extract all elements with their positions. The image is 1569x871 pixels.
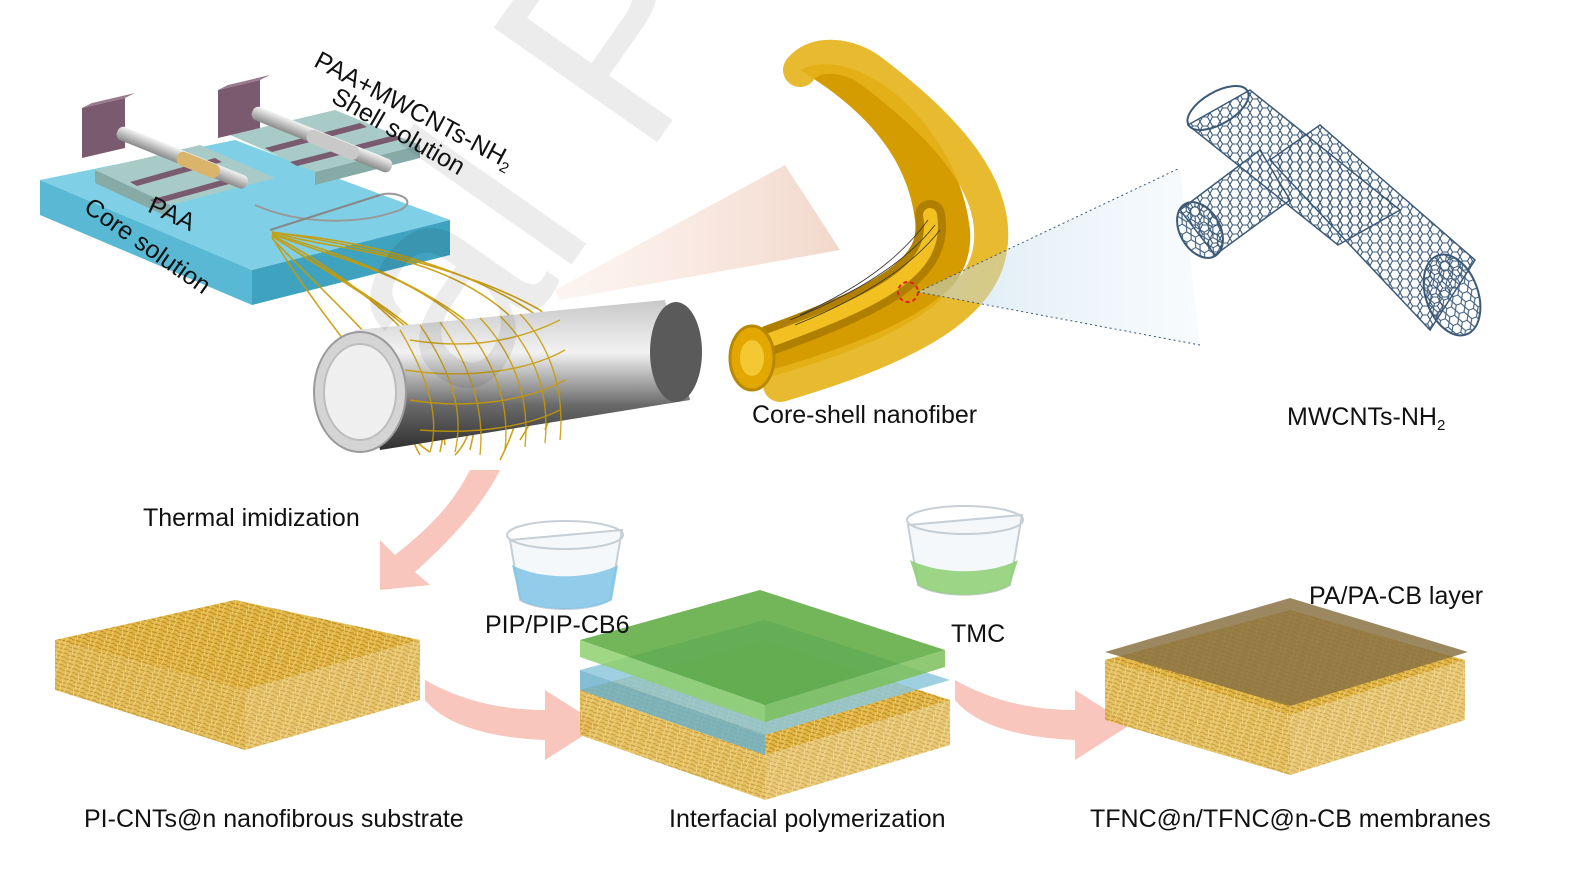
interfacial-polymerization-label: Interfacial polymerization (669, 805, 946, 833)
tmc-label: TMC (951, 620, 1006, 648)
pump-stage-left (95, 145, 275, 205)
zoom-fan-right (918, 168, 1200, 345)
core-shell-fiber (728, 39, 1009, 402)
beaker-tmc (906, 505, 1024, 596)
green-layer (580, 590, 945, 705)
platform-side (252, 220, 450, 305)
electrospinning-platform (40, 75, 450, 305)
platform-front (40, 180, 252, 305)
syringe-core (116, 126, 248, 189)
mwcnt-structure (1176, 85, 1482, 337)
mwcnts-label: MWCNTs-NH2 (1287, 403, 1446, 434)
thermal-imidization-label: Thermal imidization (143, 504, 360, 532)
mwcnts-title: MWCNTs-NH (1287, 403, 1437, 431)
mwcnts-subscript: 2 (1436, 417, 1446, 434)
arrow-to-membrane (955, 680, 1130, 760)
pa-layer (1105, 598, 1468, 706)
membranes-label: TFNC@n/TFNC@n-CB membranes (1090, 805, 1491, 833)
pump-block-left (82, 98, 125, 158)
pump-block-right (218, 80, 260, 138)
collector-drum (313, 300, 702, 453)
fiber-wrap (399, 313, 566, 456)
syringe-shell (251, 106, 393, 173)
pa-layer-label: PA/PA-CB layer (1309, 582, 1484, 610)
final-membrane (1105, 598, 1468, 775)
substrate-label: PI-CNTs@n nanofibrous substrate (84, 805, 464, 833)
arrow-to-interfacial (425, 680, 600, 760)
zoom-fan-left (555, 165, 840, 300)
arrow-thermal (380, 470, 500, 590)
pip-label: PIP/PIP-CB6 (485, 611, 630, 639)
nanofibrous-substrate (55, 600, 420, 750)
process-arrows (380, 470, 1130, 760)
core-shell-nanofiber-label: Core-shell nanofiber (752, 401, 978, 429)
interfacial-stack (580, 590, 950, 800)
beaker-pip (506, 520, 624, 610)
